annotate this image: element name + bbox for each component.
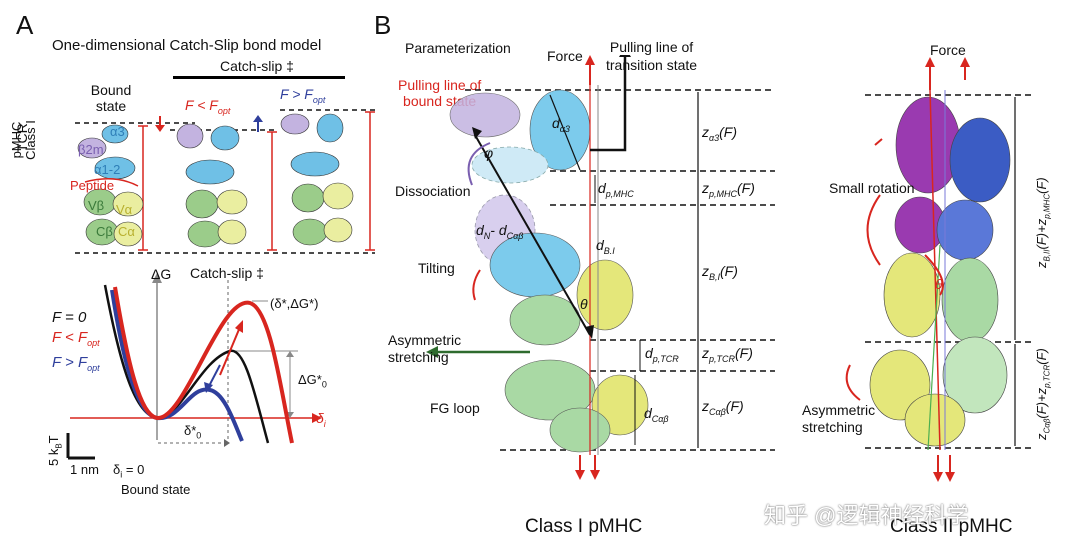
energy-landscape [66, 273, 322, 460]
z-bi-label: zB,I(F) [702, 263, 738, 282]
z-cab-label: zCαβ(F) [702, 398, 744, 417]
scale-x-label: 1 nm [70, 462, 99, 477]
peptide-label: Peptide [70, 178, 115, 193]
bound-state-axis-label: Bound state [121, 482, 191, 497]
theta-label-c: θ [935, 276, 943, 292]
phi-label: φ [484, 145, 494, 161]
alpha12-label: α1-2 [94, 162, 121, 177]
z-pmhc-label: zp,MHC(F) [702, 180, 755, 199]
tilting-label: Tilting [418, 260, 455, 276]
delta-g-axis-label: ΔG [151, 266, 172, 282]
vbeta-label: Vβ [88, 198, 105, 213]
legend-f-greater: F > Fopt [52, 354, 100, 373]
f-less-label: F < Fopt [185, 97, 231, 116]
transition-point-label: (δ*,ΔG*) [270, 296, 319, 311]
pmhc-class-i-label: pMHC Class I [9, 120, 38, 160]
calpha-label: Cα [118, 224, 135, 239]
valpha-label: Vα [116, 202, 133, 217]
panel-a-molecules [75, 109, 375, 254]
d-ptcr-label: dp,TCR [645, 345, 679, 364]
energy-legend: F = 0 F < Fopt F > Fopt [52, 308, 100, 378]
delta-i-zero-label: δi = 0 [113, 462, 145, 480]
d-n-label: dN- dCαβ [476, 222, 524, 241]
class-i-caption: Class I pMHC [525, 516, 643, 537]
d-bi-label: dB.I [596, 237, 615, 256]
fg-loop-label: FG loop [430, 400, 480, 416]
delta0-label: δ*0 [184, 423, 202, 441]
bound-state-label: Bound state [90, 82, 132, 114]
panel-a-letter: A [16, 10, 34, 40]
cbeta-label: Cβ [96, 224, 113, 239]
legend-f-less: F < Fopt [52, 329, 100, 348]
pulling-transition-label: Pulling line of transition state [606, 39, 698, 73]
class-ii-caption: Class II pMHC [890, 516, 1013, 537]
z-alpha3-label: zα3(F) [702, 124, 738, 143]
catch-slip-energy-label: Catch-slip ‡ [190, 265, 264, 281]
f-greater-label: F > Fopt [280, 86, 326, 105]
force-label-b: Force [547, 48, 583, 64]
z-ptcr-label: zp,TCR(F) [702, 345, 753, 364]
d-cab-label: dCαβ [644, 405, 669, 424]
theta-label-b: θ [580, 296, 588, 312]
legend-f-zero: F = 0 [52, 309, 87, 326]
delta-i-axis-label: δi [316, 410, 326, 429]
panel-a-title: One-dimensional Catch-Slip bond model [52, 37, 322, 54]
watermark: 知乎 @逻辑神经科学 [764, 503, 969, 528]
parameterization-label: Parameterization [405, 40, 511, 56]
beta2m-label: β2m [78, 142, 104, 157]
asym-stretching-label-b: Asymmetric stretching [388, 332, 462, 365]
z-upper-label: zB,II(F)+zp,MHC(F) [1034, 177, 1052, 268]
catch-slip-header: Catch-slip ‡ [220, 58, 294, 74]
d-pmhc-label: dp,MHC [598, 180, 634, 199]
panel-b-letter: B [374, 10, 392, 40]
d-alpha3-label: dα3 [552, 115, 570, 134]
scale-y-label: 5 kBT [46, 435, 64, 466]
delta-g0-label: ΔG*0 [298, 372, 327, 390]
dissociation-label: Dissociation [395, 183, 471, 199]
force-label-c: Force [930, 42, 966, 58]
asym-stretching-label-c: Asymmetric stretching [802, 402, 876, 435]
z-lower-label: zCαβ(F)+zp,TCR(F) [1034, 348, 1052, 440]
panel-c-schematic [845, 57, 1035, 482]
panel-b-schematic [426, 55, 775, 480]
small-rotation-label: Small rotation [829, 180, 915, 196]
alpha3-label: α3 [110, 124, 125, 139]
catch-slip-bar [173, 76, 345, 79]
